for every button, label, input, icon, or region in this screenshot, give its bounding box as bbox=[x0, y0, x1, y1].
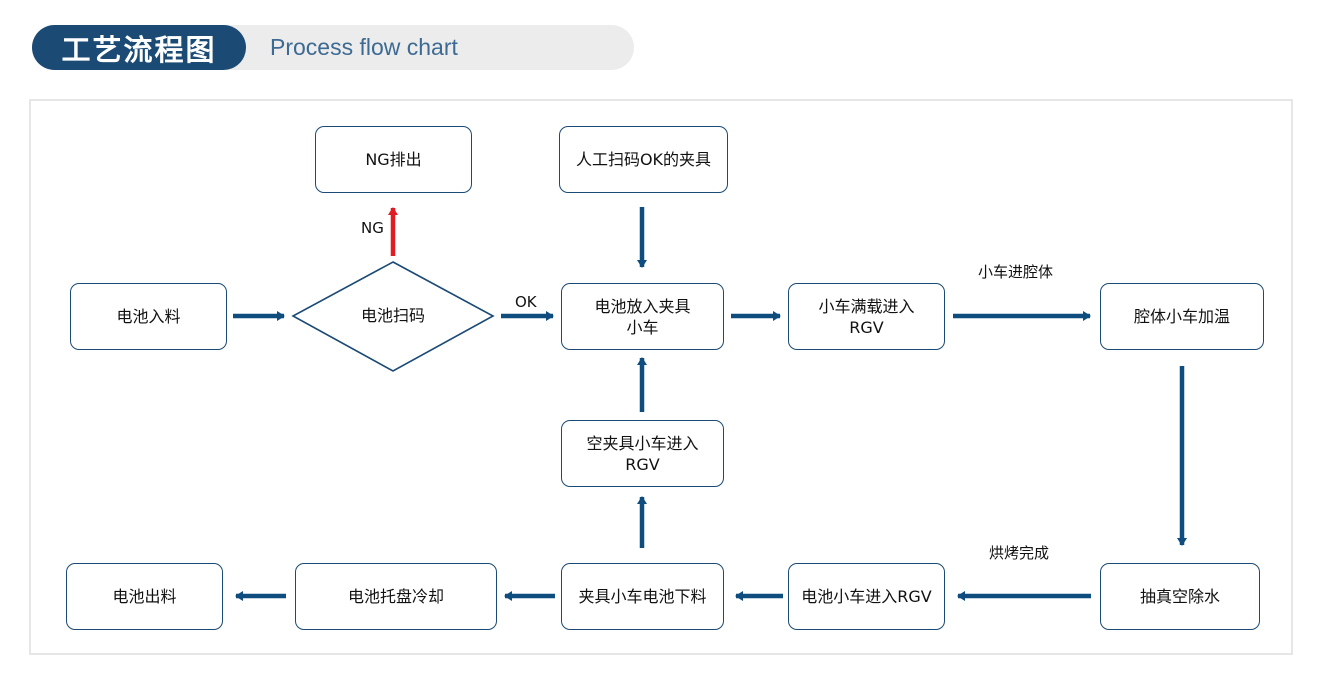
node-scan-label: 电池扫码 bbox=[360, 306, 425, 325]
node-unload: 夹具小车电池下料 bbox=[561, 563, 724, 630]
node-vacuum-dry: 抽真空除水 bbox=[1100, 563, 1260, 630]
node-ng-out-label: NG排出 bbox=[365, 150, 422, 169]
node-vacuum-dry-label: 抽真空除水 bbox=[1139, 587, 1220, 606]
node-ng-out: NG排出 bbox=[315, 126, 472, 193]
node-battery-in: 电池入料 bbox=[70, 283, 227, 350]
node-empty-to-rgv-label: 空夹具小车进入 RGV bbox=[586, 433, 699, 474]
page-subtitle: Process flow chart bbox=[270, 34, 458, 60]
node-tray-cool-label: 电池托盘冷却 bbox=[347, 587, 444, 606]
edge-label-ng: NG bbox=[361, 219, 384, 237]
edge-label-bake-done: 烘烤完成 bbox=[989, 544, 1050, 562]
node-cavity-heat: 腔体小车加温 bbox=[1100, 283, 1264, 350]
node-full-to-rgv-label: 小车满载进入 RGV bbox=[818, 296, 915, 337]
node-cavity-heat-label: 腔体小车加温 bbox=[1133, 307, 1230, 326]
node-load-fixture-label: 电池放入夹具 小车 bbox=[594, 296, 691, 337]
node-full-to-rgv: 小车满载进入 RGV bbox=[788, 283, 945, 350]
page-title: 工艺流程图 bbox=[32, 25, 246, 70]
node-battery-in-label: 电池入料 bbox=[116, 307, 181, 326]
node-load-fixture: 电池放入夹具 小车 bbox=[561, 283, 724, 350]
scan-diamond bbox=[291, 261, 495, 372]
node-battery-out-label: 电池出料 bbox=[112, 587, 177, 606]
node-battery-out: 电池出料 bbox=[66, 563, 223, 630]
node-unload-label: 夹具小车电池下料 bbox=[578, 587, 707, 606]
edge-label-into-cavity: 小车进腔体 bbox=[978, 263, 1054, 281]
node-tray-cool: 电池托盘冷却 bbox=[295, 563, 497, 630]
diagram-frame bbox=[29, 99, 1293, 655]
edge-label-ok: OK bbox=[515, 293, 537, 311]
node-manual-scan-label: 人工扫码OK的夹具 bbox=[575, 150, 712, 169]
node-empty-to-rgv: 空夹具小车进入 RGV bbox=[561, 420, 724, 487]
node-manual-scan: 人工扫码OK的夹具 bbox=[559, 126, 728, 193]
node-battery-cart-rgv: 电池小车进入RGV bbox=[788, 563, 945, 630]
node-battery-cart-rgv-label: 电池小车进入RGV bbox=[801, 587, 932, 606]
